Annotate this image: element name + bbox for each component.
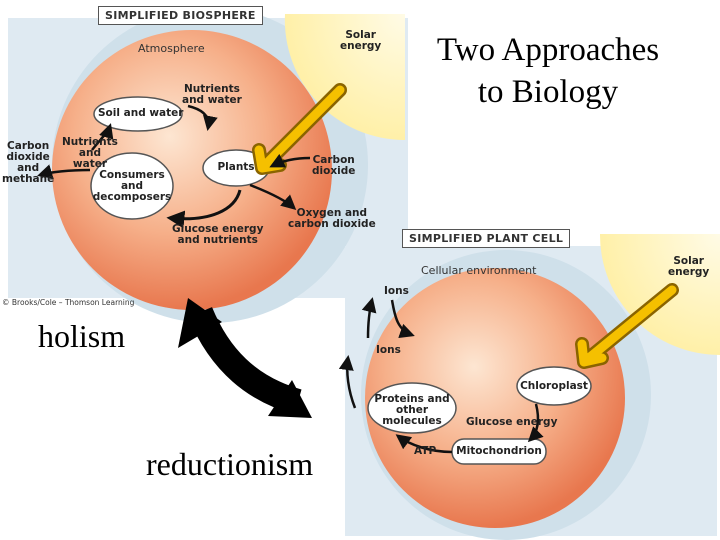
slide-title-line-2: to Biology	[477, 74, 619, 110]
soil-water-label: Soil and water	[98, 107, 184, 119]
biosphere-sun	[284, 14, 405, 141]
cell-glucose-label: Glucose energy	[466, 416, 558, 428]
atp-arrow	[395, 434, 453, 454]
ions-out-arrow	[361, 297, 377, 339]
consumers-node	[90, 152, 174, 220]
copyright-notice: © Brooks/Cole – Thomson Learning	[2, 298, 135, 307]
ions-inner-label: Ions	[376, 344, 401, 356]
biosphere-environment-label: Atmosphere	[138, 42, 205, 55]
chloroplast-node	[516, 366, 592, 406]
carbon-in-arrow	[269, 153, 311, 168]
arrowhead-down	[268, 380, 312, 418]
plants-label: Plants	[217, 161, 255, 173]
chloroplast-label: Chloroplast	[520, 380, 588, 392]
slide-title-line-1: Two Approaches	[436, 32, 660, 68]
nutrients-to-plants-arrow	[187, 104, 218, 131]
cell-header: SIMPLIFIED PLANT CELL	[402, 229, 571, 248]
soil-water-node	[93, 96, 183, 132]
cell-environment-label: Cellular environment	[421, 264, 537, 277]
glucose-arrow	[166, 189, 242, 229]
nutrients-to-soil-arrow	[91, 123, 114, 151]
arrowhead-up	[178, 298, 222, 348]
cell-solar-arrow	[577, 285, 677, 367]
carbon-out-arrow	[37, 164, 91, 179]
glucose-to-mitochondrion-arrow	[527, 403, 544, 443]
oxygen-out-arrow	[249, 183, 297, 210]
cell-sphere	[365, 268, 625, 528]
atp-label: ATP	[414, 445, 437, 457]
mitochondrion-label: Mitochondrion	[456, 445, 542, 457]
holism-label: holism	[38, 318, 126, 354]
biosphere-header: SIMPLIFIED BIOSPHERE	[98, 6, 263, 25]
proteins-node	[367, 382, 457, 434]
ions-outer-label: Ions	[384, 285, 409, 297]
reductionism-label: reductionism	[146, 446, 314, 482]
molecules-out-arrow	[338, 355, 357, 409]
ions-in-arrow	[390, 299, 415, 339]
